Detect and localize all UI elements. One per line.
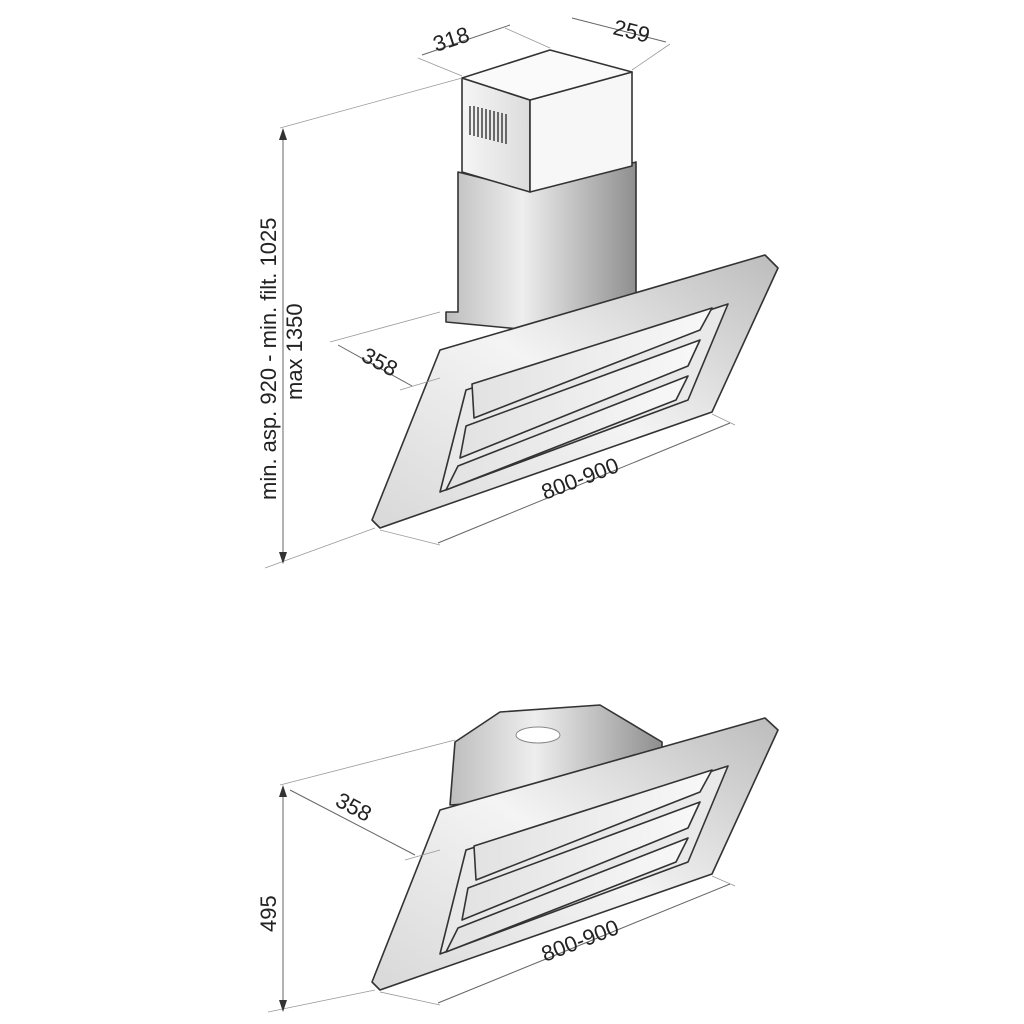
filter-slat bbox=[471, 307, 713, 419]
filter-slat bbox=[445, 837, 689, 953]
height-label-min: min. asp. 920 - min. filt. 1025 bbox=[256, 218, 281, 500]
filter-slat bbox=[473, 769, 713, 881]
chimney-hood-drawing bbox=[371, 49, 779, 529]
filter-slat bbox=[445, 375, 689, 491]
filter-slat bbox=[461, 801, 701, 921]
wall-hood-drawing bbox=[371, 704, 779, 991]
duct-outlet bbox=[515, 726, 561, 744]
vent-grille-icon bbox=[469, 106, 507, 144]
height-label-max: max 1350 bbox=[282, 303, 307, 400]
chimney-depth-label: 259 bbox=[611, 15, 653, 48]
canopy-depth-label: 358 bbox=[358, 342, 402, 381]
chimney-width-label: 318 bbox=[430, 22, 473, 57]
chimney-top bbox=[461, 49, 633, 101]
height-label: 495 bbox=[256, 895, 281, 932]
canopy-depth-label: 358 bbox=[332, 787, 376, 826]
filter-slat bbox=[459, 339, 701, 459]
